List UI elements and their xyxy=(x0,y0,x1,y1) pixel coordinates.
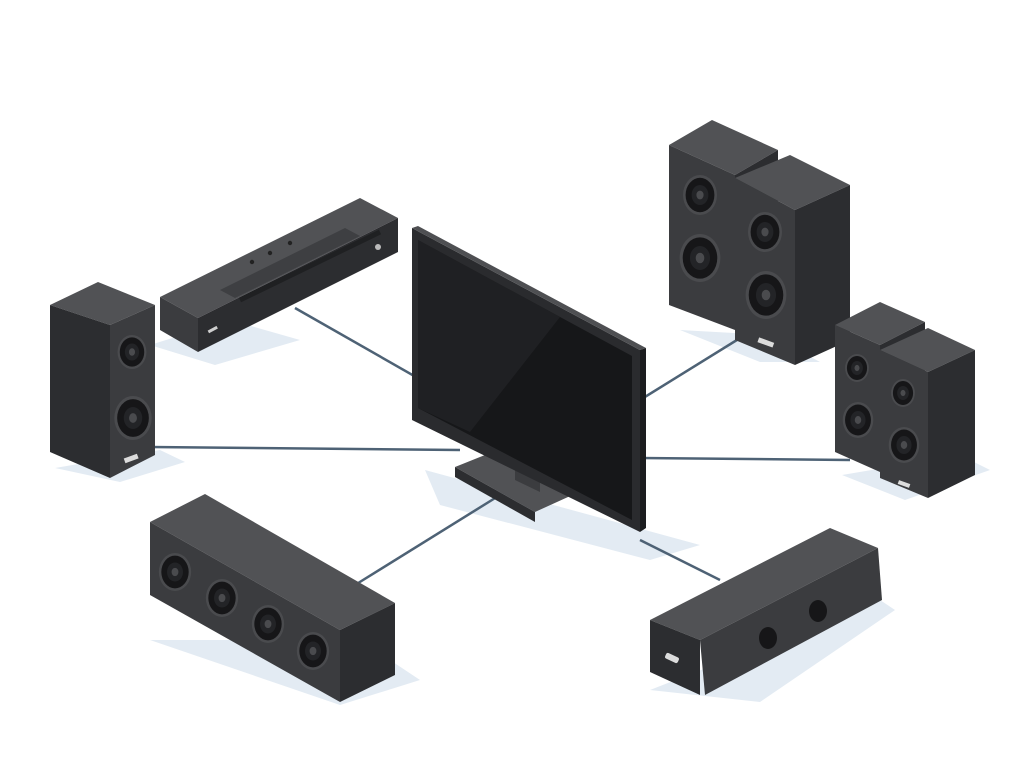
receiver-button xyxy=(287,240,293,246)
speaker-badge xyxy=(897,480,911,488)
speaker-driver-icon xyxy=(117,335,147,369)
speaker-driver-icon xyxy=(842,402,874,438)
right-surround-speaker-b[interactable] xyxy=(880,328,975,498)
cable-tv-receiver xyxy=(294,306,431,387)
speaker-driver-icon xyxy=(205,579,239,617)
speaker-driver-icon xyxy=(679,234,721,282)
cable-tv-subwoofer xyxy=(639,538,721,582)
speaker-driver-icon xyxy=(891,379,915,407)
connection-cables xyxy=(149,306,851,587)
receiver-power-icon xyxy=(375,244,381,250)
speaker-driver-icon xyxy=(888,427,920,463)
av-receiver[interactable] xyxy=(160,198,398,352)
cable-tv-center xyxy=(354,493,501,587)
receiver-button xyxy=(249,259,255,265)
flat-screen-tv[interactable] xyxy=(412,226,646,532)
speaker-driver-icon xyxy=(251,605,285,643)
speaker-badge xyxy=(665,652,679,664)
speaker-driver-icon xyxy=(748,212,782,252)
speaker-driver-icon xyxy=(683,175,717,215)
subwoofer-port xyxy=(759,627,777,649)
speaker-badge xyxy=(123,453,139,464)
cable-tv-front-right xyxy=(639,333,746,402)
speaker-driver-icon xyxy=(745,271,787,319)
subwoofer-port xyxy=(809,600,827,622)
left-bookshelf-speaker[interactable] xyxy=(50,282,155,478)
center-channel-speaker[interactable] xyxy=(150,494,395,702)
speaker-badge xyxy=(757,337,775,348)
cable-tv-left-speaker xyxy=(149,445,461,452)
receiver-display xyxy=(207,325,218,334)
subwoofer[interactable] xyxy=(650,528,882,695)
speaker-driver-icon xyxy=(158,553,192,591)
speaker-driver-icon xyxy=(845,354,869,382)
receiver-button xyxy=(267,250,273,256)
front-right-tower-speaker-b[interactable] xyxy=(735,155,850,365)
cable-tv-surround xyxy=(639,456,851,462)
speaker-driver-icon xyxy=(296,632,330,670)
receiver-disc-slot xyxy=(238,229,382,303)
speaker-driver-icon xyxy=(114,396,152,440)
